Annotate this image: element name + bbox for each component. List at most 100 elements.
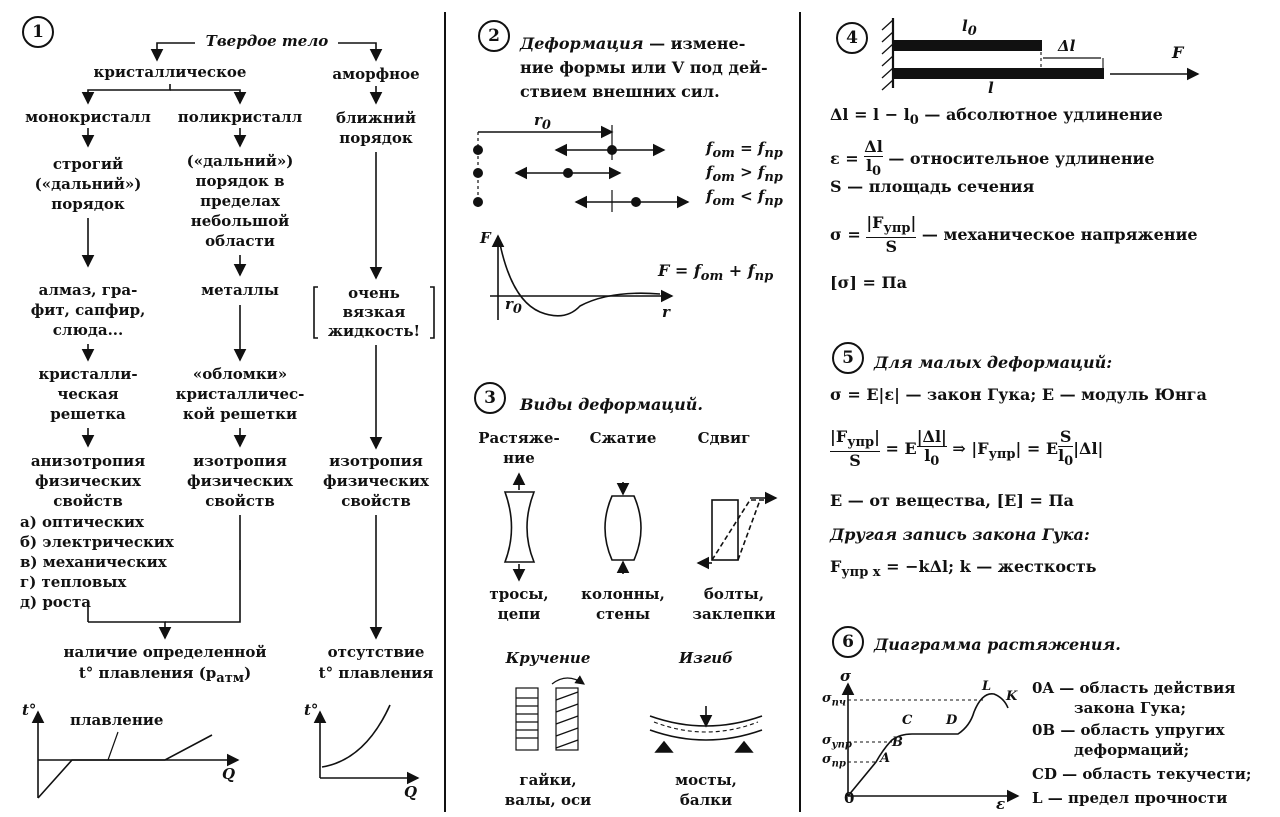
legend-0b: 0B — область упругих <box>1032 721 1225 739</box>
point-c-label: C <box>902 713 913 728</box>
legend-0a: 0A — область действия <box>1032 679 1236 697</box>
section-3-number: 3 <box>474 382 506 414</box>
shear-label: Сдвиг <box>697 429 751 447</box>
use-bridges-2: балки <box>679 791 733 809</box>
property-thermal: г) тепловых <box>20 573 127 591</box>
isotropy-poly-2: физических <box>187 472 293 490</box>
rod-stretched <box>894 68 1104 79</box>
property-electrical: б) электрических <box>20 533 174 551</box>
use-nuts-1: гайки, <box>519 771 577 789</box>
tension-label-2: ние <box>503 449 535 467</box>
fragments-3: кой решетки <box>182 405 298 423</box>
l-label: l <box>988 79 994 97</box>
force-equal: fот = fпр <box>706 139 783 161</box>
force-sum-equation: F = fот + fпр <box>658 261 774 285</box>
deformation-types-title: Виды деформаций. <box>520 395 703 414</box>
sigma-axis-label: σ <box>840 667 852 685</box>
melting-point-2: t° плавления (pатм) <box>78 664 252 686</box>
section-2-number: 2 <box>478 20 510 52</box>
section-6-number: 6 <box>832 626 864 658</box>
rod-original <box>894 40 1042 51</box>
absolute-elongation: Δl = l − l0 — абсолютное удлинение <box>830 105 1163 129</box>
poly-order-2: порядок в <box>195 172 285 190</box>
deformation-line-2: ние формы или V под дей- <box>520 58 768 77</box>
fragments-1: «обломки» <box>192 365 288 383</box>
examples-1: алмаз, гра- <box>38 281 138 299</box>
legend-l: L — предел прочности <box>1032 789 1228 807</box>
epsilon-axis-label: ε <box>996 795 1006 813</box>
poly-order-1: («дальний») <box>186 152 294 170</box>
mechanical-stress: σ = |Fупр|S — механическое напряжение <box>830 213 1198 257</box>
force-less: fот < fпр <box>706 187 783 209</box>
mono-order-3: порядок <box>51 195 125 213</box>
no-melting-1: отсутствие <box>327 643 425 661</box>
isotropy-amorph-3: свойств <box>341 492 411 510</box>
viscous-3: жидкость! <box>327 322 421 340</box>
isotropy-amorph-2: физических <box>323 472 429 490</box>
monocrystal-label: монокристалл <box>25 108 151 126</box>
graph2-q-label: Q <box>404 783 418 801</box>
isotropy-poly-1: изотропия <box>193 452 287 470</box>
torsion-label: Кручение <box>505 649 591 667</box>
legend-0a-cont: закона Гука; <box>1074 699 1187 717</box>
near-order-1: ближний <box>335 109 417 127</box>
bending-label: Изгиб <box>679 649 733 667</box>
examples-3: слюда... <box>52 321 124 339</box>
use-nuts-2: валы, оси <box>504 791 592 809</box>
tension-diagram-title: Диаграмма растяжения. <box>874 635 1121 654</box>
poly-order-3: пределах <box>200 192 280 210</box>
isotropy-poly-3: свойств <box>205 492 275 510</box>
graph-r-label: r <box>662 303 670 321</box>
graph1-melting-label: плавление <box>70 711 164 729</box>
hooke-alt-formula: Fупр x = −kΔl; k — жесткость <box>830 557 1097 581</box>
r0-label: r0 <box>534 111 551 133</box>
l0-label: l0 <box>962 17 977 39</box>
poly-order-4: небольшой <box>190 212 290 230</box>
point-a-label: A <box>880 751 891 766</box>
young-modulus-units: E — от вещества, [E] = Па <box>830 491 1074 510</box>
small-deformations-title: Для малых деформаций: <box>874 353 1113 372</box>
mono-order-1: строгий <box>52 155 124 173</box>
solid-body-title: Твердое тело <box>205 32 329 50</box>
fragments-2: кристалличес- <box>175 385 305 403</box>
anisotropy-3: свойств <box>53 492 123 510</box>
viscous-1: очень <box>348 284 400 302</box>
melting-point-1: наличие определенной <box>63 643 267 661</box>
legend-cd: CD — область текучести; <box>1032 765 1252 783</box>
graph-f-label: F <box>480 229 491 247</box>
no-melting-2: t° плавления <box>318 664 434 682</box>
point-l-label: L <box>982 679 992 694</box>
hookes-law: σ = E|ε| — закон Гука; E — модуль Юнга <box>830 385 1207 404</box>
use-bolts-2: заклепки <box>692 605 776 623</box>
section-5-number: 5 <box>832 342 864 374</box>
origin-label: 0 <box>844 789 855 807</box>
deformation-line-1: Деформация — измене- <box>520 34 746 53</box>
property-mechanical: в) механических <box>20 553 167 571</box>
viscous-2: вязкая <box>342 303 406 321</box>
use-ropes-2: цепи <box>497 605 541 623</box>
cross-section-area: S — площадь сечения <box>830 177 1035 196</box>
property-growth: д) роста <box>20 593 91 611</box>
use-bridges-1: мосты, <box>675 771 737 789</box>
force-greater: fот > fпр <box>706 163 783 185</box>
graph2-t-label: t° <box>304 701 319 719</box>
lattice-2: ческая <box>57 385 119 403</box>
near-order-2: порядок <box>339 129 413 147</box>
graph1-t-label: t° <box>22 701 37 719</box>
point-b-label: B <box>892 735 903 750</box>
graph1-q-label: Q <box>222 765 236 783</box>
lattice-1: кристалли- <box>38 365 138 383</box>
sigma-pr-label: σпр <box>822 752 846 770</box>
use-columns-2: стены <box>596 605 650 623</box>
force-f-label: F <box>1172 43 1184 62</box>
section-4-number: 4 <box>836 22 868 54</box>
use-bolts-1: болты, <box>703 585 765 603</box>
anisotropy-2: физических <box>35 472 141 490</box>
polycrystal-label: поликристалл <box>177 108 303 126</box>
legend-0b-cont: деформаций; <box>1074 741 1190 759</box>
compression-label: Сжатие <box>589 429 657 447</box>
lattice-3: решетка <box>50 405 126 423</box>
crystalline-label: кристаллическое <box>93 63 247 81</box>
